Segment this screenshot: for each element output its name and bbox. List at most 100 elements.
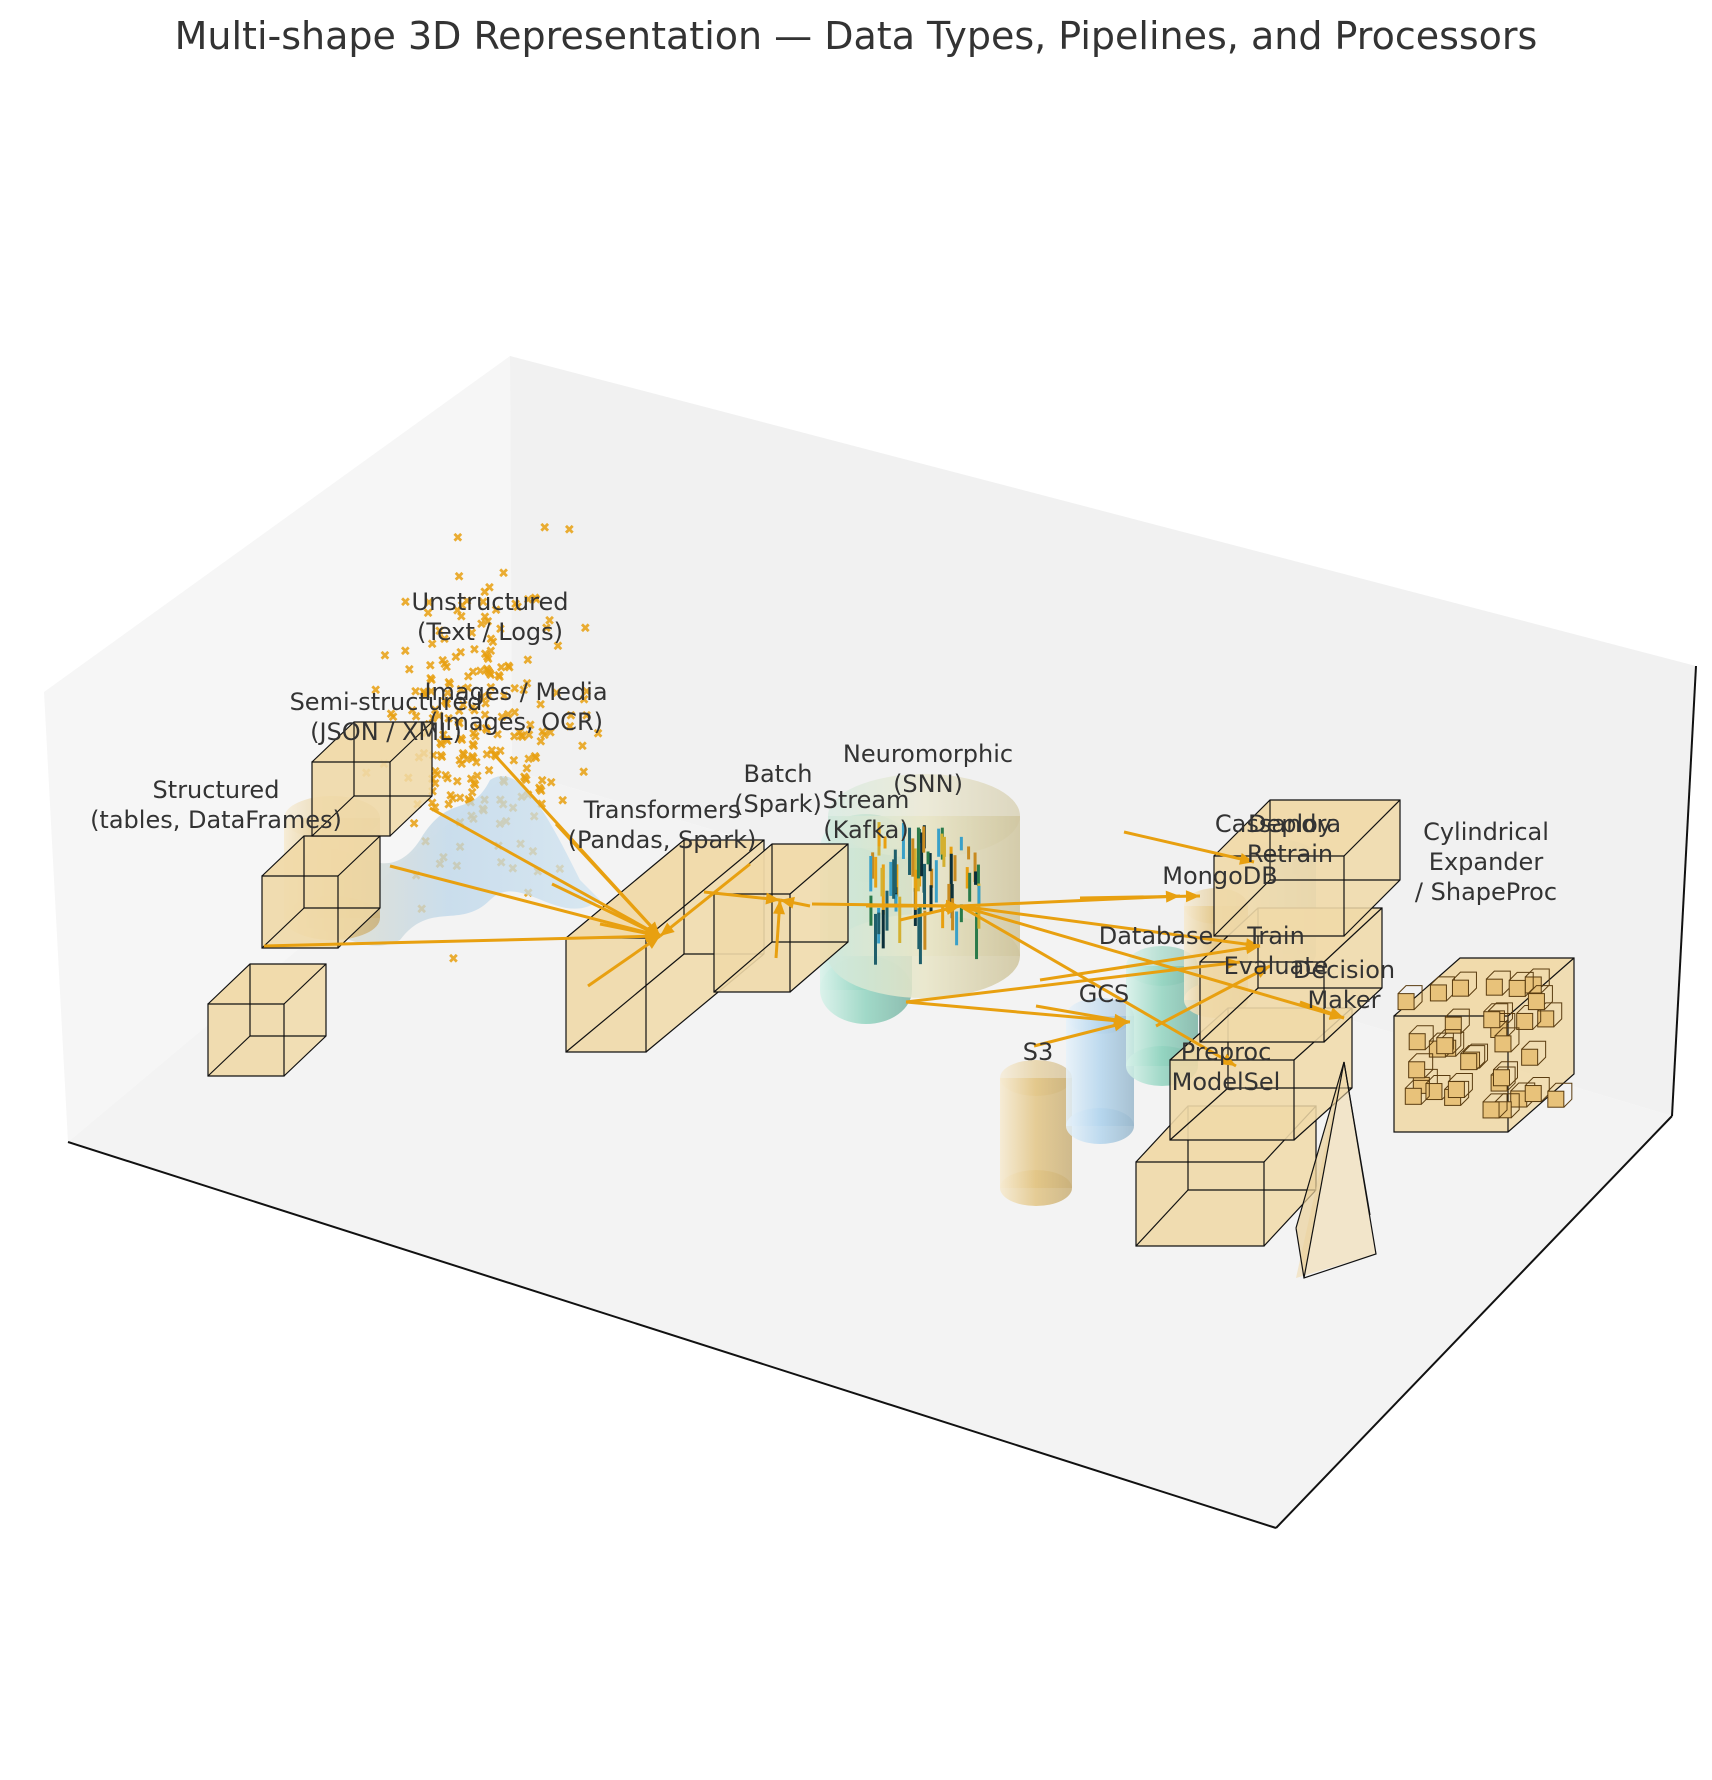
svg-text:✖: ✖	[409, 817, 420, 832]
svg-text:✖: ✖	[468, 740, 479, 755]
svg-text:✖: ✖	[531, 593, 542, 608]
label-images: Images / Media(Images, OCR)	[424, 678, 607, 736]
svg-text:✖: ✖	[516, 729, 527, 744]
svg-text:✖: ✖	[425, 659, 436, 674]
label-structured: Structured(tables, DataFrames)	[90, 776, 342, 834]
svg-text:✖: ✖	[441, 733, 452, 748]
svg-text:✖: ✖	[485, 644, 496, 659]
svg-text:✖: ✖	[472, 770, 483, 785]
svg-text:✖: ✖	[467, 750, 478, 765]
svg-text:✖: ✖	[430, 765, 441, 780]
svg-text:✖: ✖	[581, 685, 592, 700]
svg-text:✖: ✖	[420, 688, 431, 703]
flow-arrow	[905, 957, 1241, 1004]
svg-text:✖: ✖	[519, 770, 530, 785]
label-mongodb: MongoDB	[1162, 862, 1277, 890]
svg-text:✖: ✖	[485, 669, 496, 684]
svg-text:✖: ✖	[557, 794, 568, 809]
label-unstructured: Unstructured(Text / Logs)	[412, 588, 569, 646]
svg-text:✖: ✖	[468, 727, 479, 742]
svg-text:✖: ✖	[534, 781, 545, 796]
svg-text:✖: ✖	[430, 703, 441, 718]
svg-text:✖: ✖	[478, 595, 489, 610]
svg-text:✖: ✖	[445, 789, 456, 804]
flow-arrow	[1033, 1019, 1129, 1048]
flow-arrow	[1079, 890, 1201, 903]
svg-text:✖: ✖	[458, 699, 469, 714]
svg-text:✖: ✖	[535, 735, 546, 750]
svg-text:✖: ✖	[440, 769, 451, 784]
svg-text:✖: ✖	[441, 696, 452, 711]
svg-text:✖: ✖	[530, 592, 541, 607]
page-title: Multi-shape 3D Representation — Data Typ…	[174, 14, 1538, 58]
svg-text:✖: ✖	[418, 685, 429, 700]
svg-text:✖: ✖	[522, 677, 533, 692]
svg-text:✖: ✖	[436, 751, 447, 766]
svg-text:✖: ✖	[468, 751, 479, 766]
svg-text:✖: ✖	[423, 607, 434, 622]
svg-text:✖: ✖	[480, 697, 491, 712]
back-pane	[510, 356, 1696, 1116]
s3-cylinder	[1000, 1060, 1072, 1206]
svg-text:✖: ✖	[581, 709, 592, 724]
svg-text:✖: ✖	[541, 622, 552, 637]
svg-text:✖: ✖	[453, 716, 464, 731]
svg-text:✖: ✖	[479, 611, 490, 626]
svg-text:✖: ✖	[484, 764, 495, 779]
svg-text:✖: ✖	[452, 775, 463, 790]
svg-text:✖: ✖	[410, 685, 421, 700]
svg-text:✖: ✖	[475, 664, 486, 679]
svg-text:✖: ✖	[487, 744, 498, 759]
svg-text:✖: ✖	[427, 797, 438, 812]
svg-text:✖: ✖	[464, 794, 475, 809]
batch-box	[713, 843, 849, 993]
svg-text:✖: ✖	[504, 661, 515, 676]
svg-text:✖: ✖	[482, 748, 493, 763]
label-neuro: Neuromorphic(SNN)	[843, 740, 1013, 798]
svg-text:✖: ✖	[483, 689, 494, 704]
svg-text:✖: ✖	[388, 711, 399, 726]
svg-text:✖: ✖	[440, 694, 451, 709]
svg-text:✖: ✖	[456, 757, 467, 772]
svg-text:✖: ✖	[483, 652, 494, 667]
flow-arrow	[599, 922, 661, 940]
svg-text:✖: ✖	[480, 709, 491, 724]
svg-text:✖: ✖	[370, 683, 381, 698]
svg-text:✖: ✖	[456, 732, 467, 747]
svg-text:✖: ✖	[454, 704, 465, 719]
svg-text:✖: ✖	[496, 661, 507, 676]
svg-text:✖: ✖	[509, 730, 520, 745]
flow-arrow	[1155, 964, 1271, 1028]
svg-text:✖: ✖	[481, 724, 492, 739]
svg-text:✖: ✖	[469, 777, 480, 792]
svg-text:✖: ✖	[458, 747, 469, 762]
label-semi: Semi-structured(JSON / XML)	[290, 688, 483, 746]
svg-text:✖: ✖	[579, 693, 590, 708]
svg-text:✖: ✖	[546, 776, 557, 791]
svg-text:✖: ✖	[514, 726, 525, 741]
svg-text:✖: ✖	[480, 722, 491, 737]
svg-text:✖: ✖	[435, 736, 446, 751]
svg-text:✖: ✖	[404, 663, 415, 678]
svg-text:✖: ✖	[447, 792, 458, 807]
flow-arrows	[263, 750, 1345, 1068]
svg-text:✖: ✖	[472, 721, 483, 736]
svg-text:✖: ✖	[456, 610, 467, 625]
svg-text:✖: ✖	[428, 749, 439, 764]
svg-text:✖: ✖	[565, 720, 576, 735]
svg-text:✖: ✖	[484, 667, 495, 682]
svg-text:✖: ✖	[480, 648, 491, 663]
svg-text:✖: ✖	[419, 687, 430, 702]
flow-arrow	[587, 934, 661, 988]
axis-y-line	[1275, 1115, 1673, 1529]
svg-text:✖: ✖	[539, 729, 550, 744]
svg-text:✖: ✖	[456, 683, 467, 698]
svg-text:✖: ✖	[454, 754, 465, 769]
svg-text:✖: ✖	[379, 649, 390, 664]
svg-text:✖: ✖	[467, 701, 478, 716]
svg-text:✖: ✖	[457, 733, 468, 748]
